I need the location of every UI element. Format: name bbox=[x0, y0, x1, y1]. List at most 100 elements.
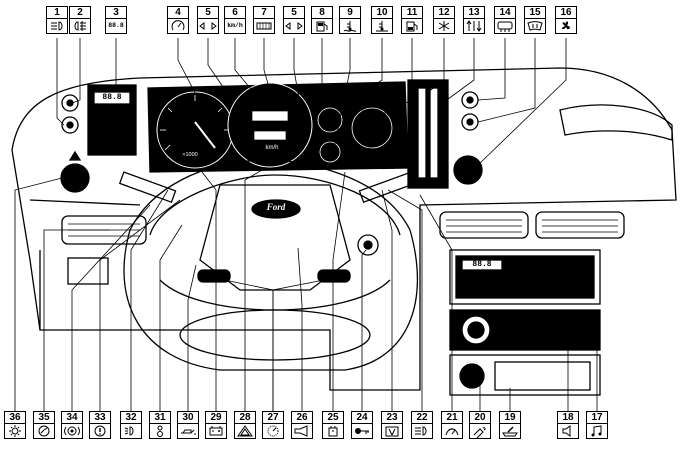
legend-key-5: 5 bbox=[197, 6, 219, 34]
legend-key-18: 18 bbox=[557, 411, 579, 439]
legend-number: 9 bbox=[339, 6, 361, 18]
legend-number: 32 bbox=[120, 411, 142, 423]
legend-key-25: 25 bbox=[322, 411, 344, 439]
legend-number: 12 bbox=[433, 6, 455, 18]
legend-number: 11 bbox=[401, 6, 423, 18]
cigarette-lighter bbox=[459, 363, 485, 389]
main-beam-icon bbox=[411, 423, 433, 439]
brake-warning-icon bbox=[33, 423, 55, 439]
legend-key-29: 29 bbox=[205, 411, 227, 439]
ashtray-icon bbox=[499, 423, 521, 439]
legend-key-36: 36 bbox=[4, 411, 26, 439]
speedometer bbox=[227, 82, 313, 168]
legend-key-9: 9 bbox=[339, 6, 361, 34]
temp-gauge bbox=[319, 141, 341, 163]
hazard-icon bbox=[234, 423, 256, 439]
lower-console bbox=[449, 354, 601, 396]
fuel-gauge bbox=[317, 107, 343, 133]
headlamp-icon bbox=[120, 423, 142, 439]
legend-number: 18 bbox=[557, 411, 579, 423]
rpm-gauge-icon bbox=[167, 18, 189, 34]
lighting-switch-icon bbox=[4, 423, 26, 439]
fan-icon bbox=[555, 18, 577, 34]
dashboard-outline bbox=[11, 67, 677, 391]
ashtray bbox=[494, 361, 591, 391]
legend-key-26: 26 bbox=[291, 411, 313, 439]
legend-number: 36 bbox=[4, 411, 26, 423]
legend-number: 4 bbox=[167, 6, 189, 18]
heater-icon bbox=[433, 18, 455, 34]
legend-key-19: 19 bbox=[499, 411, 521, 439]
legend-number: 15 bbox=[524, 6, 546, 18]
legend-number: 5 bbox=[283, 6, 305, 18]
wiper-icon bbox=[262, 423, 284, 439]
legend-key-17: 17 bbox=[586, 411, 608, 439]
legend-key-7: 7 bbox=[253, 6, 275, 34]
front-fog-lamp-icon bbox=[46, 18, 68, 34]
legend-key-30: 30 bbox=[177, 411, 199, 439]
legend-key-1: 1 bbox=[46, 6, 68, 34]
rear-window-heater-icon bbox=[494, 18, 516, 34]
ford-logo bbox=[251, 199, 301, 219]
legend-key-16: 16 bbox=[555, 6, 577, 34]
left-knee-panel bbox=[67, 257, 109, 285]
speedometer-icon: km/h bbox=[224, 18, 246, 34]
legend-key-21: 21 bbox=[441, 411, 463, 439]
audio-tone-icon bbox=[586, 423, 608, 439]
legend-number: 28 bbox=[234, 411, 256, 423]
legend-number: 10 bbox=[371, 6, 393, 18]
fog-switch-1 bbox=[61, 116, 79, 134]
legend-number: 14 bbox=[494, 6, 516, 18]
legend-number: 1 bbox=[46, 6, 68, 18]
legend-number: 24 bbox=[351, 411, 373, 423]
legend-key-13: 13 bbox=[463, 6, 485, 34]
legend-number: 5 bbox=[197, 6, 219, 18]
fan-knob bbox=[453, 155, 483, 185]
legend-key-14: 14 bbox=[494, 6, 516, 34]
fuel-reserve-icon bbox=[401, 18, 423, 34]
coolant-temperature-icon bbox=[339, 18, 361, 34]
windshield-heater-icon bbox=[524, 18, 546, 34]
legend-key-22: 22 bbox=[411, 411, 433, 439]
ford-logo-text: Ford bbox=[266, 202, 286, 212]
warning-panel bbox=[351, 107, 393, 149]
brake-system-icon bbox=[61, 423, 83, 439]
steering-wheel bbox=[123, 159, 419, 371]
legend-number: 17 bbox=[586, 411, 608, 423]
speaker-balance-icon bbox=[557, 423, 579, 439]
glovebox-lid bbox=[559, 104, 673, 141]
seat-belt-icon bbox=[149, 423, 171, 439]
legend-key-23: 23 bbox=[381, 411, 403, 439]
legend-number: 35 bbox=[33, 411, 55, 423]
legend-key-32: 32 bbox=[120, 411, 142, 439]
legend-key-10: 10 bbox=[371, 6, 393, 34]
legend-key-35: 35 bbox=[33, 411, 55, 439]
heater-control-panel bbox=[407, 79, 449, 189]
legend-key-33: 33 bbox=[89, 411, 111, 439]
air-distribution-icon bbox=[463, 18, 485, 34]
battery-icon bbox=[205, 423, 227, 439]
legend-number: 23 bbox=[381, 411, 403, 423]
legend-key-27: 27 bbox=[262, 411, 284, 439]
turn-signal-icon bbox=[283, 18, 305, 34]
rpm-needle bbox=[194, 121, 216, 149]
legend-key-28: 28 bbox=[234, 411, 256, 439]
legend-number: 27 bbox=[262, 411, 284, 423]
legend-number: 3 bbox=[105, 6, 127, 18]
legend-number: 31 bbox=[149, 411, 171, 423]
rear-fog-lamp-icon bbox=[69, 18, 91, 34]
legend-key-15: 15 bbox=[524, 6, 546, 34]
rpm-unit: ×1000 bbox=[182, 152, 198, 158]
legend-key-8: 8 bbox=[311, 6, 333, 34]
warning-icon bbox=[89, 423, 111, 439]
trip-window bbox=[254, 131, 286, 140]
ignition-lock bbox=[357, 234, 379, 256]
legend-number: 8 bbox=[311, 6, 333, 18]
ignition-key-icon bbox=[351, 423, 373, 439]
steering-hub bbox=[199, 184, 351, 291]
legend-number: 20 bbox=[469, 411, 491, 423]
horn-icon bbox=[291, 423, 313, 439]
lighter-socket-icon bbox=[469, 423, 491, 439]
